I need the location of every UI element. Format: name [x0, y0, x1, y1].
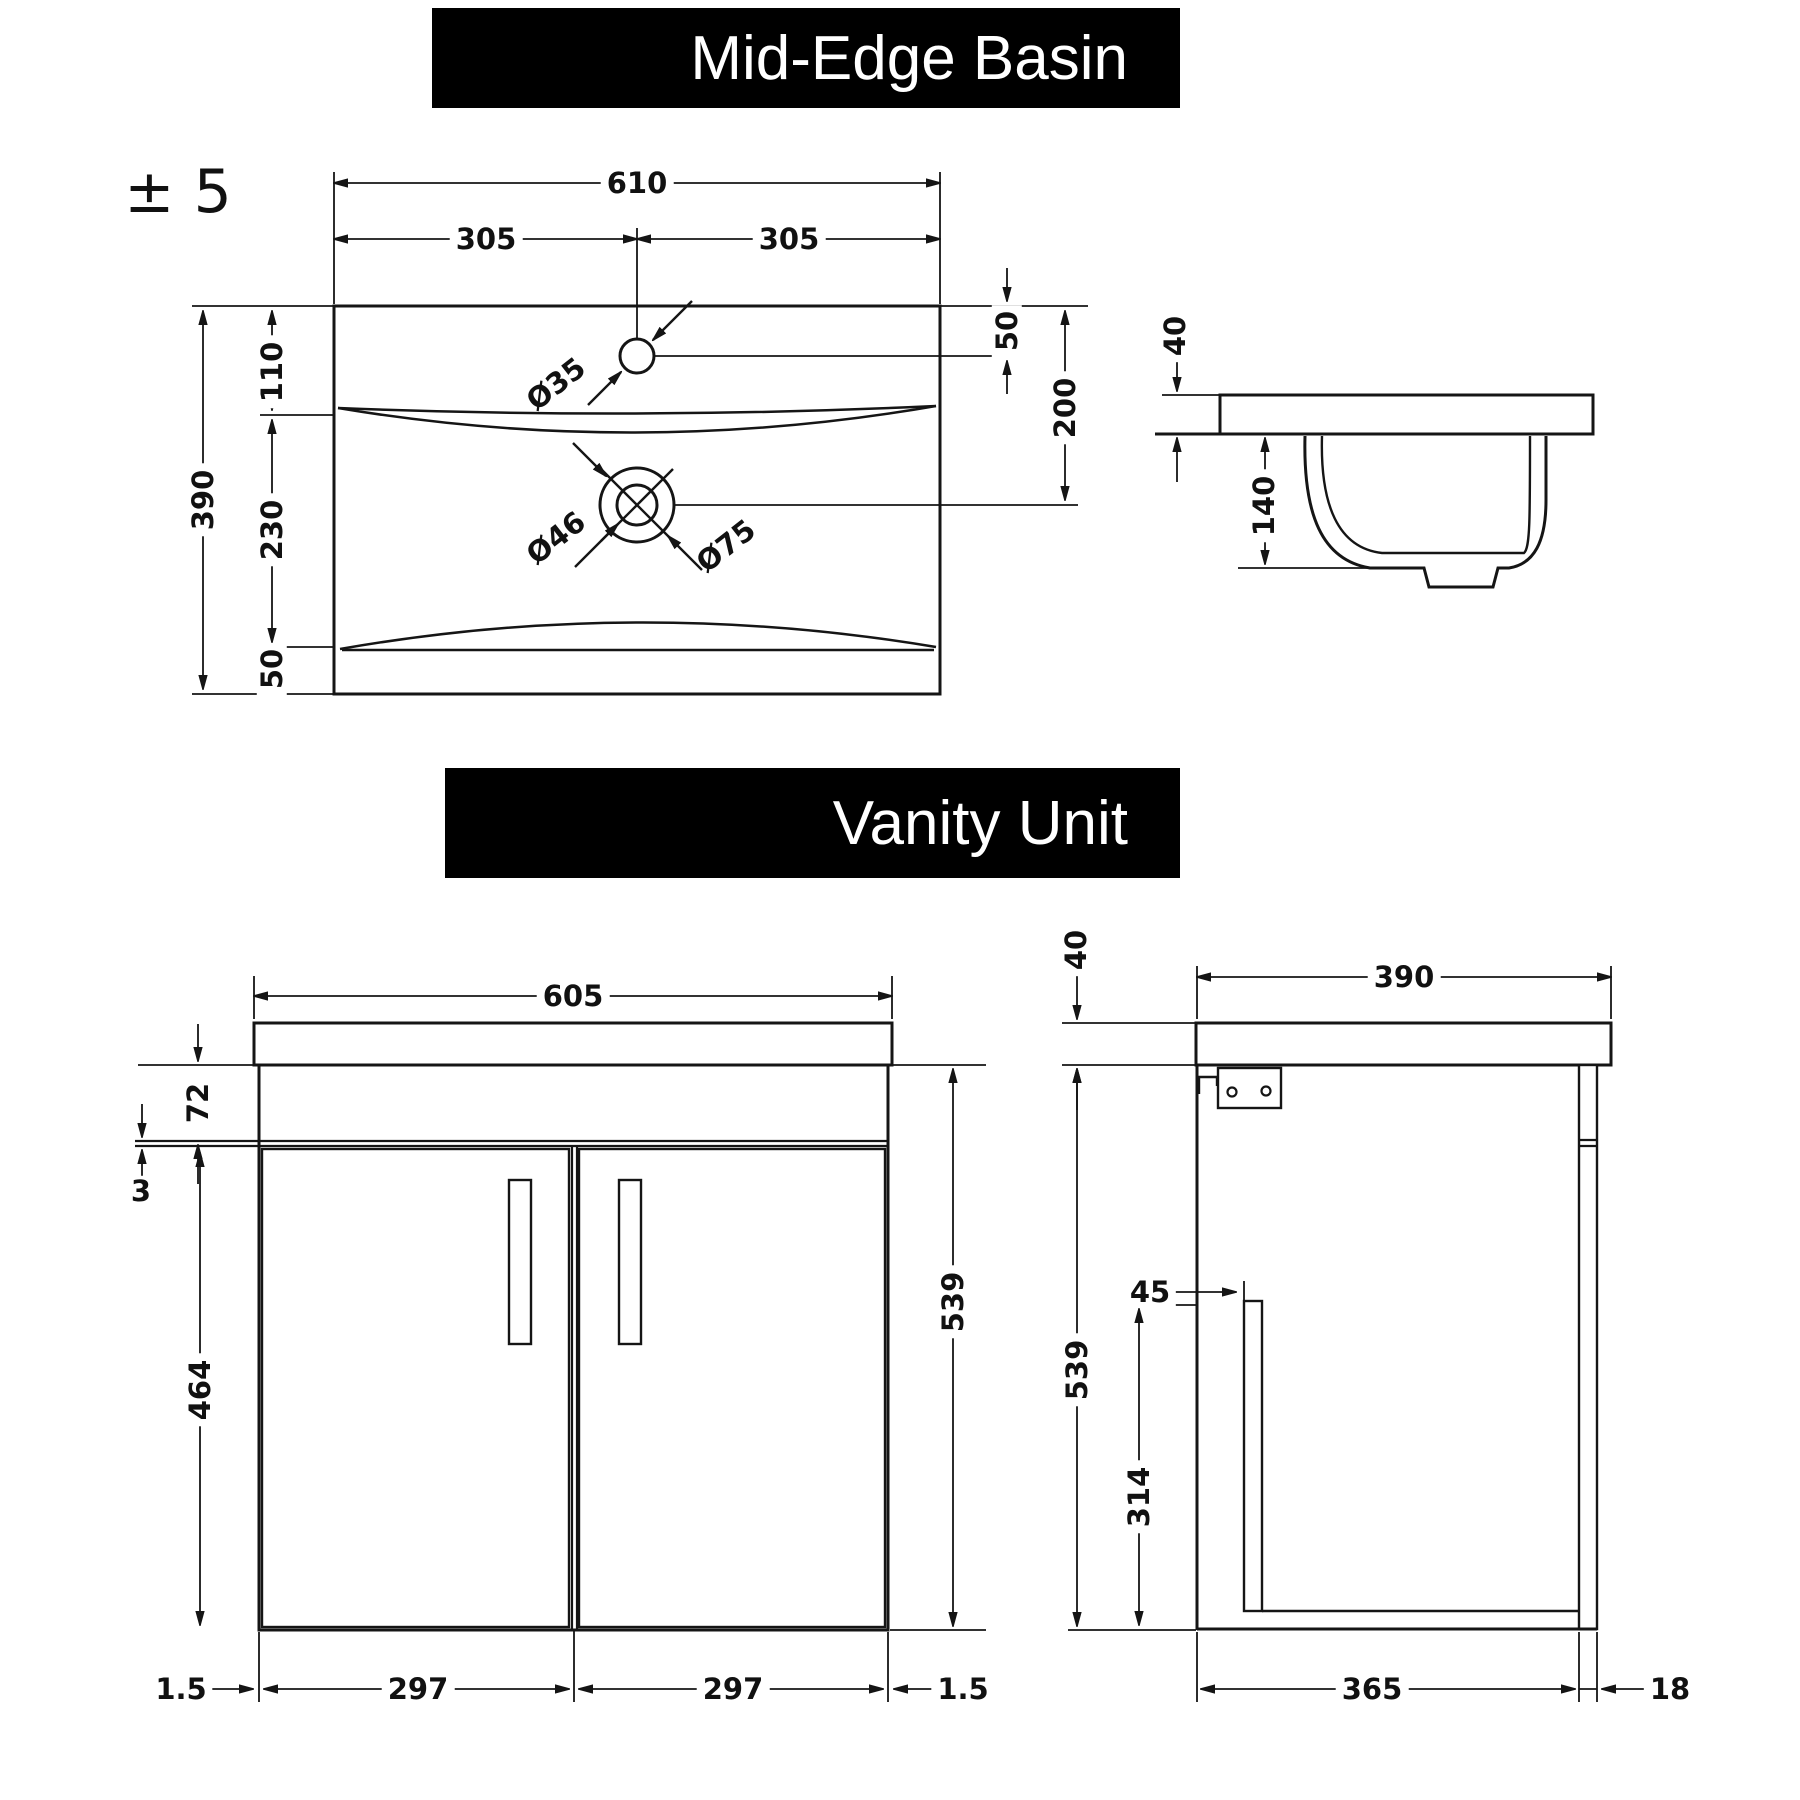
- left-door-handle: [507, 1178, 533, 1346]
- bowl-profile-inner: [1320, 435, 1532, 555]
- dim-basin-overall-depth: 390: [186, 463, 220, 537]
- right-door-handle: [617, 1178, 643, 1346]
- vanity-worktop: [252, 1021, 894, 1067]
- dim-basin-overall-width: 610: [600, 167, 674, 198]
- worktop-profile: [1194, 1021, 1613, 1067]
- dim-right-door-width: 297: [696, 1673, 770, 1704]
- basin-title: Mid-Edge Basin: [690, 23, 1128, 93]
- waste-hole-inner: [615, 483, 659, 527]
- vanity-carcass: [257, 1063, 890, 1632]
- internal-panel: [1242, 1299, 1264, 1613]
- basin-rim-profile: [1218, 393, 1595, 436]
- dim-door-gap: 3: [124, 1175, 158, 1206]
- dim-tap-offset: 50: [990, 304, 1024, 358]
- tolerance-note: ± 5: [124, 157, 232, 227]
- dim-vanity-depth: 390: [1367, 961, 1441, 992]
- dim-vanity-height-side: 539: [1060, 1333, 1094, 1407]
- front-deck-curve: [339, 621, 937, 651]
- bowl-profile-outer: [1303, 435, 1548, 589]
- wall-bracket: [1216, 1066, 1283, 1110]
- dim-basin-rim-thickness: 40: [1158, 309, 1192, 363]
- basin-title-banner: Mid-Edge Basin: [432, 8, 1180, 108]
- dim-bracket-offset: 45: [1123, 1276, 1177, 1307]
- vanity-side-view: [1062, 964, 1648, 1702]
- dim-door-height: 464: [183, 1353, 217, 1427]
- right-door: [577, 1147, 887, 1629]
- dim-left-door-width: 297: [381, 1673, 455, 1704]
- dim-basin-tap-left: 305: [449, 223, 523, 254]
- dim-vanity-height-front: 539: [936, 1265, 970, 1339]
- dim-waste-offset: 200: [1048, 371, 1082, 445]
- bracket-screw-hole: [1260, 1085, 1272, 1097]
- dim-basin-bowl-depth: 140: [1247, 469, 1281, 543]
- vanity-front-view: [135, 976, 986, 1702]
- tap-hole: [618, 337, 656, 375]
- left-door: [260, 1147, 571, 1629]
- back-panel: [1577, 1063, 1599, 1631]
- dim-basin-back-zone: 110: [255, 335, 289, 409]
- basin-plan-view: [192, 172, 1088, 696]
- dim-back-panel: 18: [1643, 1673, 1697, 1704]
- vanity-title: Vanity Unit: [832, 788, 1128, 858]
- dim-right-margin: 1.5: [931, 1673, 995, 1704]
- dim-top-rail: 72: [181, 1076, 215, 1130]
- dim-internal-height: 314: [1122, 1460, 1156, 1534]
- bracket-hook: [1197, 1075, 1219, 1094]
- bracket-screw-hole: [1226, 1086, 1238, 1098]
- dim-basin-bowl-zone: 230: [255, 493, 289, 567]
- dim-basin-front-zone: 50: [255, 642, 289, 696]
- dim-worktop-thickness: 40: [1059, 923, 1093, 977]
- dim-vanity-overall-width: 605: [536, 980, 610, 1011]
- back-deck-curve: [337, 404, 937, 415]
- basin-side-view: [1155, 349, 1595, 589]
- vanity-title-banner: Vanity Unit: [445, 768, 1180, 878]
- dim-basin-tap-right: 305: [752, 223, 826, 254]
- dim-left-margin: 1.5: [149, 1673, 213, 1704]
- dim-internal-depth: 365: [1335, 1673, 1409, 1704]
